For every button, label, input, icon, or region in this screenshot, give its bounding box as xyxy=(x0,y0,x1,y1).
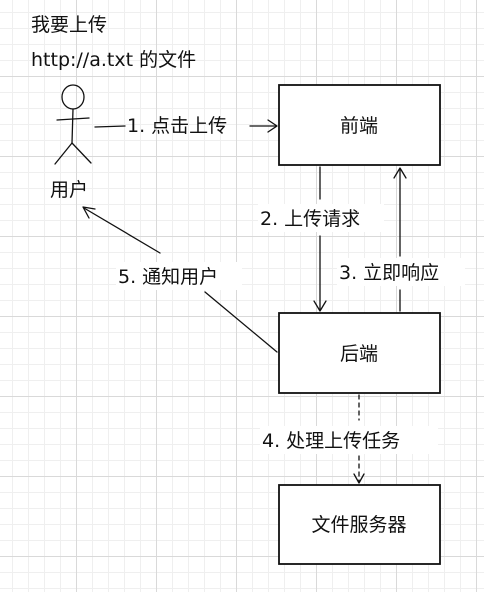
frontend-box xyxy=(278,84,441,166)
file-service-label: 文件服务器 xyxy=(311,514,406,536)
user-actor-label: 用户 xyxy=(50,179,88,201)
backend-label: 后端 xyxy=(340,343,378,365)
backend-box xyxy=(278,312,441,394)
note-line-2: http://a.txt 的文件 xyxy=(31,49,196,71)
edge-immediate-response: 3. 立即响应 xyxy=(337,167,465,312)
frontend-label: 前端 xyxy=(340,115,378,137)
file-service-box xyxy=(278,484,441,565)
edge-process-upload-label: 4. 处理上传任务 xyxy=(262,430,400,452)
edge-notify-user-label: 5. 通知用户 xyxy=(118,266,218,288)
edge-upload-request-label: 2. 上传请求 xyxy=(260,208,360,230)
edge-upload-request: 2. 上传请求 xyxy=(258,166,384,312)
user-actor-icon xyxy=(54,84,92,165)
edge-immediate-response-label: 3. 立即响应 xyxy=(339,262,439,284)
edge-click-upload-label: 1. 点击上传 xyxy=(127,115,227,137)
note-line-1: 我要上传 xyxy=(31,14,107,36)
edge-process-upload: 4. 处理上传任务 xyxy=(260,394,438,484)
edge-notify-user: 5. 通知用户 xyxy=(82,206,278,353)
edge-click-upload: 1. 点击上传 xyxy=(94,115,278,137)
